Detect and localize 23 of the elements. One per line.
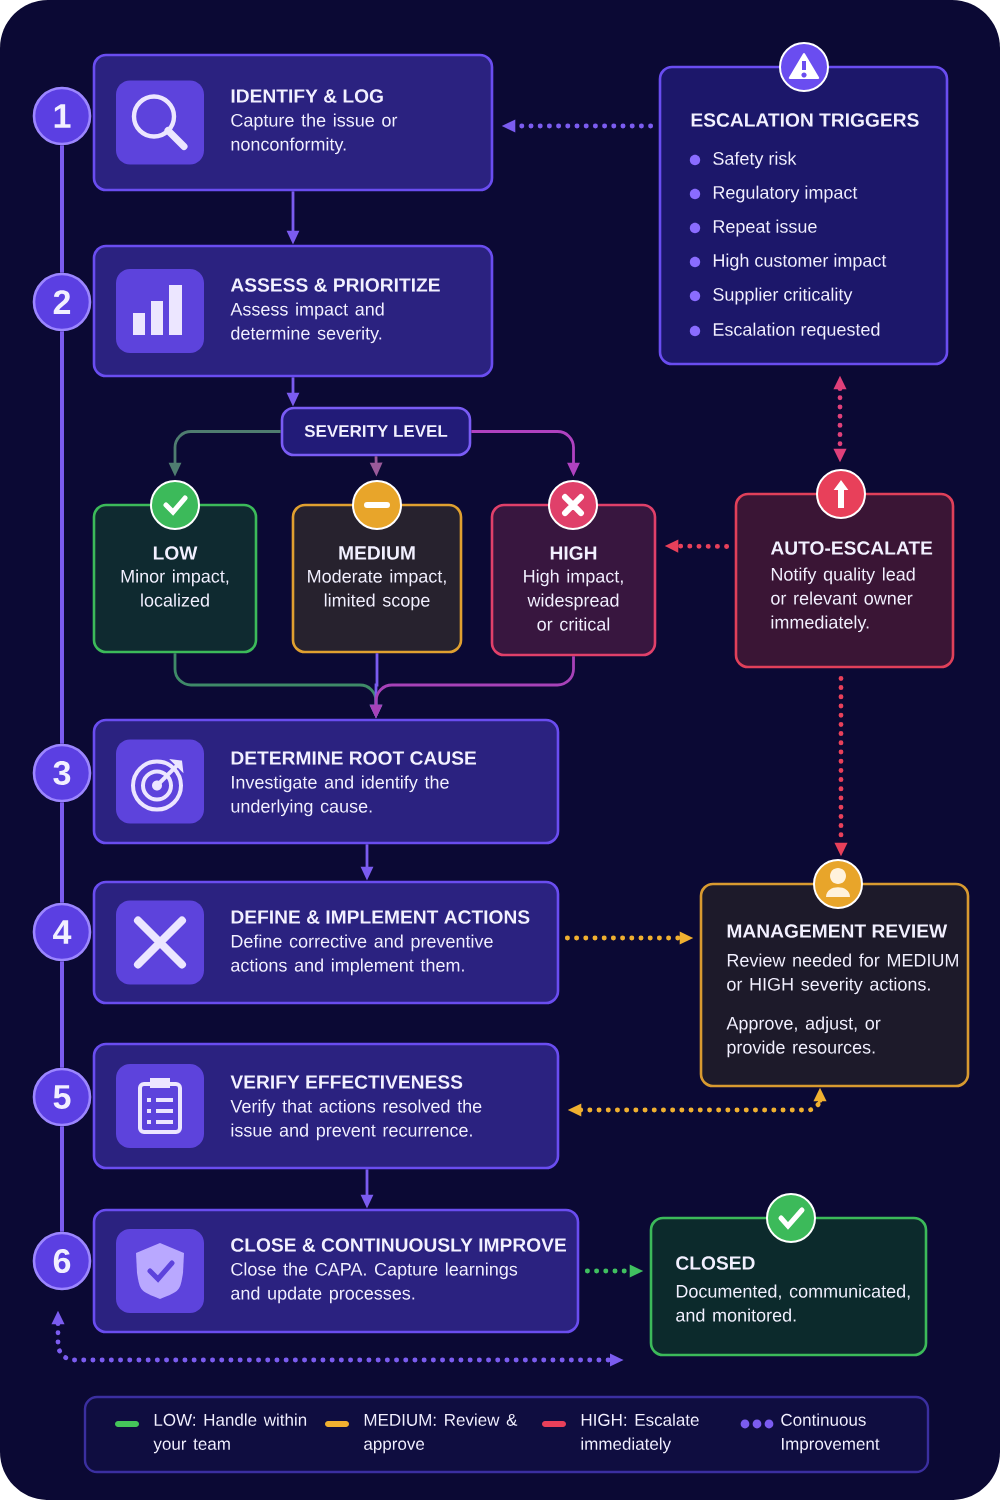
- timeline-line: [60, 1126, 64, 1232]
- severity-card: MEDIUM Moderate impact, limited scope: [291, 503, 463, 654]
- timeline-line: [60, 802, 64, 903]
- number-badge: 1: [32, 86, 92, 146]
- review-card: MANAGEMENT REVIEW Review needed for MEDIUM or HIGH severity actions. Approve, adjust, or provide resources.: [699, 882, 970, 1088]
- legend-label: HIGH: Escalate immediately: [581, 1413, 699, 1454]
- legend-label: Continuous Improvement: [781, 1413, 880, 1454]
- severity-card: LOW Minor impact, localized: [92, 503, 258, 654]
- number-badge: 3: [32, 743, 92, 803]
- timeline-line: [60, 331, 64, 744]
- timeline-line: [60, 145, 64, 273]
- severity-label-box: SEVERITY LEVEL: [280, 406, 472, 457]
- number-badge: 5: [32, 1067, 92, 1127]
- escalation-card: AUTO-ESCALATE Notify quality lead or relevant owner immediately.: [734, 492, 955, 669]
- number-badge: 6: [32, 1231, 92, 1291]
- number-badge: 4: [32, 902, 92, 962]
- trigger-panel: ESCALATION TRIGGERS Safety risk Regulatory impact Repeat issue High customer impact Supplier criticality Escalation requested: [658, 65, 949, 366]
- severity-card: HIGH High impact, widespread or critical: [490, 503, 657, 657]
- closed-card: CLOSED Documented, communicated, and monitored.: [649, 1216, 928, 1357]
- legend-label: LOW: Handle within your team: [153, 1413, 307, 1454]
- timeline-line: [60, 961, 64, 1068]
- legend-label: MEDIUM: Review & approve: [364, 1413, 518, 1454]
- number-badge: 2: [32, 272, 92, 332]
